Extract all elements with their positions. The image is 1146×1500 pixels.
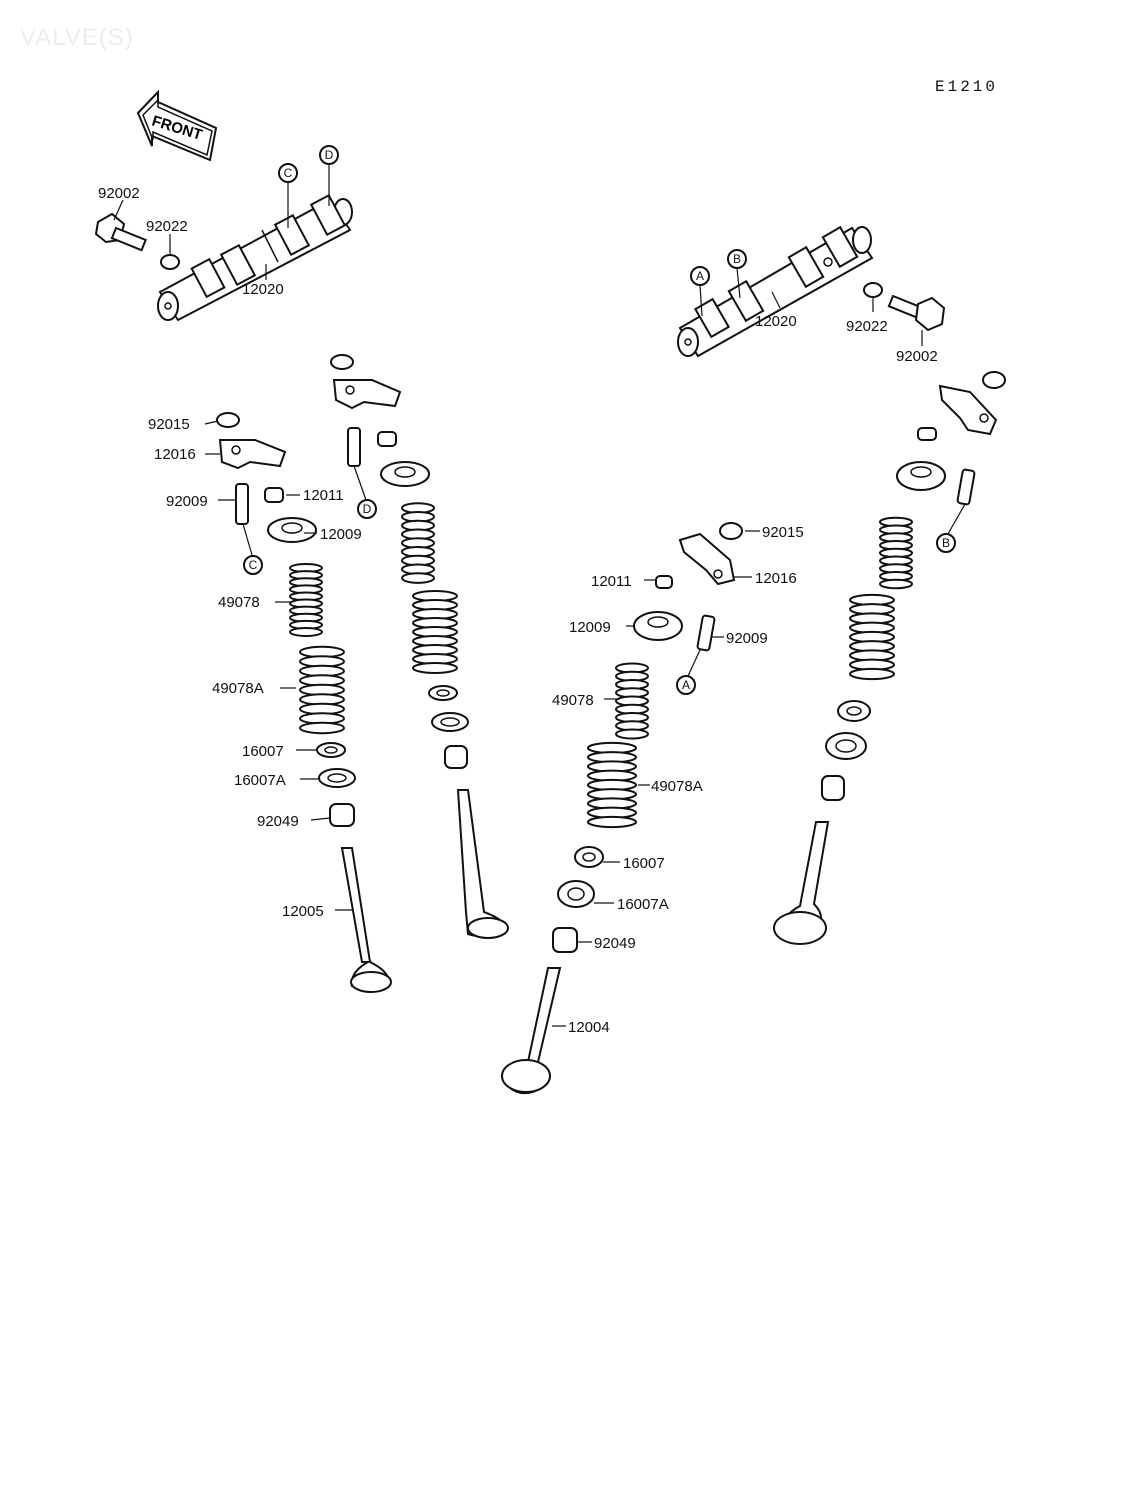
keeper-center-upper	[377, 431, 397, 447]
valve-12004	[501, 967, 562, 1095]
washer-16007A-center	[557, 880, 595, 908]
left-washer-92022	[160, 254, 180, 270]
marker-a-top: A	[690, 266, 710, 286]
marker-d-bottom: D	[357, 499, 377, 519]
marker-d-top-label: D	[325, 148, 334, 162]
label-12005: 12005	[282, 903, 324, 920]
marker-a-bottom-label: A	[682, 678, 690, 692]
label-49078A-center: 49078A	[651, 778, 703, 795]
retainer-center-upper	[380, 461, 430, 487]
marker-c-top-label: C	[284, 166, 293, 180]
spring-center-upper-outer	[412, 590, 458, 674]
label-49078-left: 49078	[218, 594, 260, 611]
adjuster-screw-left	[235, 483, 249, 525]
spring-right-inner	[879, 516, 913, 590]
label-92022-right: 92022	[846, 318, 888, 335]
marker-d-bottom-label: D	[363, 502, 372, 516]
valve-12005	[340, 847, 392, 993]
adjuster-screw-center-upper	[347, 427, 361, 467]
left-bolt-92002	[94, 212, 147, 252]
right-rocker-arm-upper	[938, 371, 1006, 436]
right-bolt-92002	[887, 294, 946, 332]
right-camshaft	[677, 225, 874, 358]
right-washer-92022	[863, 282, 883, 298]
adjuster-screw-center	[696, 614, 716, 652]
stem-seal-right	[821, 775, 845, 801]
diagram-reference-code: E1210	[935, 78, 999, 96]
washer-16007-left	[316, 742, 346, 758]
label-16007-center: 16007	[623, 855, 665, 872]
label-16007A-left: 16007A	[234, 772, 286, 789]
spring-49078A-center	[587, 741, 637, 829]
marker-b-bottom: B	[936, 533, 956, 553]
washer-right-1	[837, 700, 871, 722]
label-92015-left: 92015	[148, 416, 190, 433]
label-16007A-center: 16007A	[617, 896, 669, 913]
label-16007-left: 16007	[242, 743, 284, 760]
washer-16007-center	[574, 846, 604, 868]
valve-center-upper	[456, 789, 509, 939]
label-92009-left: 92009	[166, 493, 208, 510]
spring-right-outer	[849, 593, 895, 681]
marker-c-bottom-label: C	[249, 558, 258, 572]
label-92049-center: 92049	[594, 935, 636, 952]
spring-center-upper-inner	[401, 502, 435, 584]
keeper-left	[264, 487, 284, 503]
washer-right-2	[825, 732, 867, 760]
washer-center-upper-2	[431, 712, 469, 732]
retainer-center	[633, 611, 683, 641]
washer-16007A-left	[318, 768, 356, 788]
center-rocker-arm-upper	[330, 354, 402, 410]
center-rocker-arm-12016	[678, 522, 743, 586]
front-arrow-icon: FRONT	[136, 89, 218, 162]
label-49078A-left: 49078A	[212, 680, 264, 697]
label-12009-center: 12009	[569, 619, 611, 636]
keeper-right-upper	[917, 427, 937, 441]
label-92022-left: 92022	[146, 218, 188, 235]
left-rocker-arm-12016	[216, 412, 287, 470]
spring-49078A-left	[299, 645, 345, 735]
label-92009-center: 92009	[726, 630, 768, 647]
washer-center-upper-1	[428, 685, 458, 701]
label-92002-left: 92002	[98, 185, 140, 202]
label-12011-center: 12011	[591, 573, 632, 590]
marker-a-top-label: A	[696, 269, 704, 283]
left-camshaft	[157, 193, 353, 322]
marker-a-bottom: A	[676, 675, 696, 695]
marker-c-top: C	[278, 163, 298, 183]
adjuster-screw-right-upper	[956, 468, 976, 506]
keeper-center	[655, 575, 673, 589]
leader-lines	[113, 165, 966, 1027]
label-12011-left: 12011	[303, 487, 344, 504]
label-12020-left: 12020	[242, 281, 284, 298]
retainer-left	[267, 517, 317, 543]
spring-49078-center	[615, 662, 649, 740]
title-watermark: VALVE(S)	[20, 24, 134, 51]
label-12016-center: 12016	[755, 570, 797, 587]
marker-b-bottom-label: B	[942, 536, 950, 550]
label-12009-left: 12009	[320, 526, 362, 543]
label-49078-center: 49078	[552, 692, 594, 709]
marker-b-top: B	[727, 249, 747, 269]
stem-seal-center-upper	[444, 745, 468, 769]
label-12020-right: 12020	[755, 313, 797, 330]
stem-seal-center	[552, 927, 578, 953]
marker-c-bottom: C	[243, 555, 263, 575]
label-92049-left: 92049	[257, 813, 299, 830]
stem-seal-left	[329, 803, 355, 827]
label-12004: 12004	[568, 1019, 610, 1036]
part-labels: 92002 92022 12020 12020 92022 92002 9201…	[98, 185, 938, 1036]
spring-49078-left	[289, 563, 323, 637]
label-92002-right: 92002	[896, 348, 938, 365]
marker-d-top: D	[319, 145, 339, 165]
label-92015-center: 92015	[762, 524, 804, 541]
valve-right	[773, 821, 830, 945]
marker-b-top-label: B	[733, 252, 741, 266]
retainer-right-upper	[896, 461, 946, 491]
label-12016-left: 12016	[154, 446, 196, 463]
